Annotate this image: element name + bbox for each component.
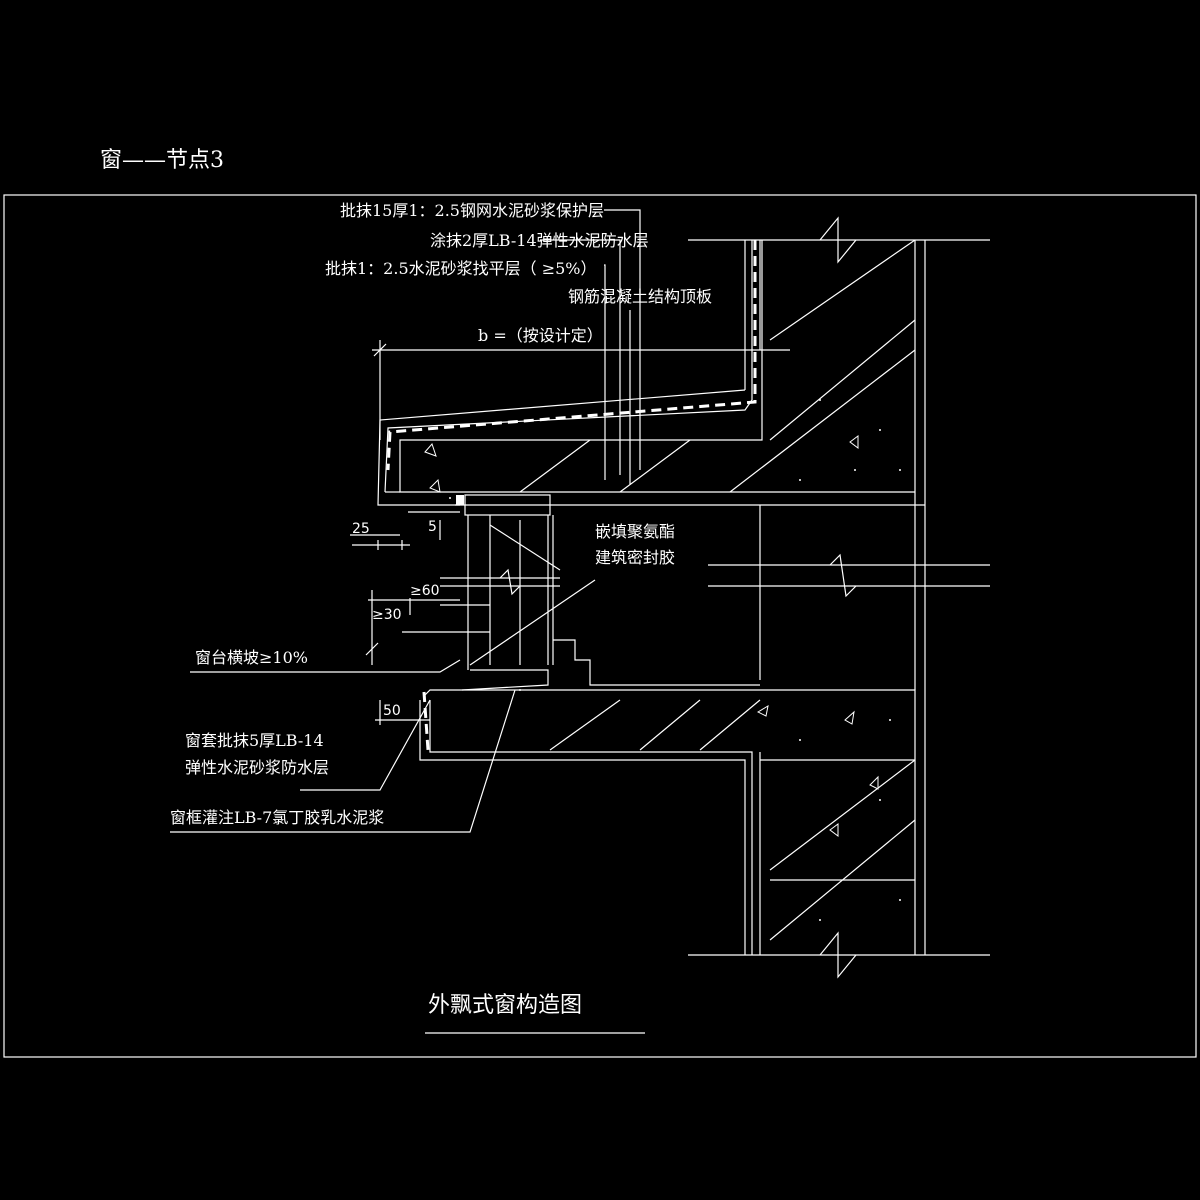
callout-sleeve-line1: 窗套批抹5厚LB-14 [185, 731, 324, 750]
dim-60: ≥60 [410, 583, 440, 599]
callout-width-b: b =（按设计定） [478, 326, 603, 345]
sheet-title: 窗——节点3 [100, 148, 224, 173]
callout-sill-slope: 窗台横坡≥10% [195, 648, 308, 667]
drawing-frame [3, 194, 1197, 1058]
callout-protective-layer: 批抹15厚1：2.5钢网水泥砂浆保护层 [340, 201, 604, 220]
callout-leveling-layer: 批抹1：2.5水泥砂浆找平层（ ≥5%） [325, 259, 597, 278]
callout-roof-slab: 钢筋混凝土结构顶板 [568, 287, 713, 306]
dim-5: 5 [428, 519, 437, 535]
drawing-caption: 外飘式窗构造图 [428, 993, 583, 1018]
callout-sealant-line2: 建筑密封胶 [595, 548, 676, 567]
dim-50: 50 [383, 703, 401, 719]
callout-sleeve-line2: 弹性水泥砂浆防水层 [185, 758, 330, 777]
callout-sealant-line1: 嵌填聚氨酯 [595, 522, 676, 541]
dim-30: ≥30 [372, 607, 402, 623]
callout-frame-grout: 窗框灌注LB-7氯丁胶乳水泥浆 [170, 808, 385, 827]
dim-25: 25 [352, 521, 370, 537]
callout-waterproof-layer: 涂抹2厚LB-14弹性水泥防水层 [430, 231, 649, 250]
